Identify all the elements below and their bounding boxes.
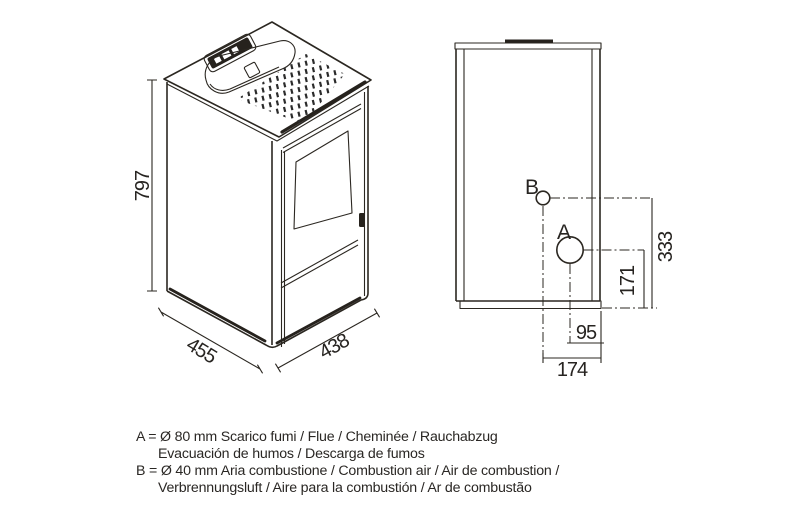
flue-port-a: A xyxy=(555,221,584,265)
centerlines xyxy=(542,197,657,362)
dim-port-a-offset: 95 xyxy=(567,311,604,347)
isometric-view: 797 455 438 xyxy=(132,21,381,374)
rear-base xyxy=(459,300,602,310)
dim-depth-label: 438 xyxy=(315,329,353,363)
rear-view: B A 333 171 95 xyxy=(454,39,677,381)
port-a-label: A xyxy=(557,221,571,244)
dim-171-label: 171 xyxy=(617,265,639,296)
left-panel xyxy=(166,82,362,349)
dim-width: 455 xyxy=(157,307,264,374)
top-plate xyxy=(163,21,372,142)
dim-95-label: 95 xyxy=(576,322,597,344)
legend-a-line1: A = Ø 80 mm Scarico fumi / Flue / Chemin… xyxy=(136,429,498,445)
dim-width-label: 455 xyxy=(182,334,220,369)
rear-top-tab xyxy=(505,39,553,44)
rear-body xyxy=(454,39,602,310)
hopper-lid xyxy=(204,40,296,94)
front-door xyxy=(271,86,369,347)
legend-a-line2: Evacuación de humos / Descarga de fumos xyxy=(158,446,425,462)
door-handle xyxy=(359,213,365,227)
plinth-shading-front xyxy=(275,296,362,345)
plinth-shading-left xyxy=(168,287,267,343)
air-port-b: B xyxy=(525,176,551,206)
legend-b-line1: B = Ø 40 mm Aria combustione / Combustio… xyxy=(136,463,559,479)
dim-height-label: 797 xyxy=(132,170,154,201)
port-b-label: B xyxy=(525,176,539,199)
inspection-cap xyxy=(243,61,261,79)
legend: A = Ø 80 mm Scarico fumi / Flue / Chemin… xyxy=(136,429,560,496)
dim-height: 797 xyxy=(132,79,157,292)
panel-display xyxy=(221,50,232,60)
dim-333-label: 333 xyxy=(655,231,677,262)
dim-port-b-offset: 174 xyxy=(542,347,602,381)
door-glass xyxy=(293,130,353,230)
dim-174-label: 174 xyxy=(557,359,588,381)
legend-b-line2: Verbrennungsluft / Aire para la combusti… xyxy=(158,480,532,496)
top-edge-shading xyxy=(280,80,367,134)
dim-port-b-height: 333 xyxy=(651,198,677,308)
dim-port-a-height: 171 xyxy=(617,250,645,308)
